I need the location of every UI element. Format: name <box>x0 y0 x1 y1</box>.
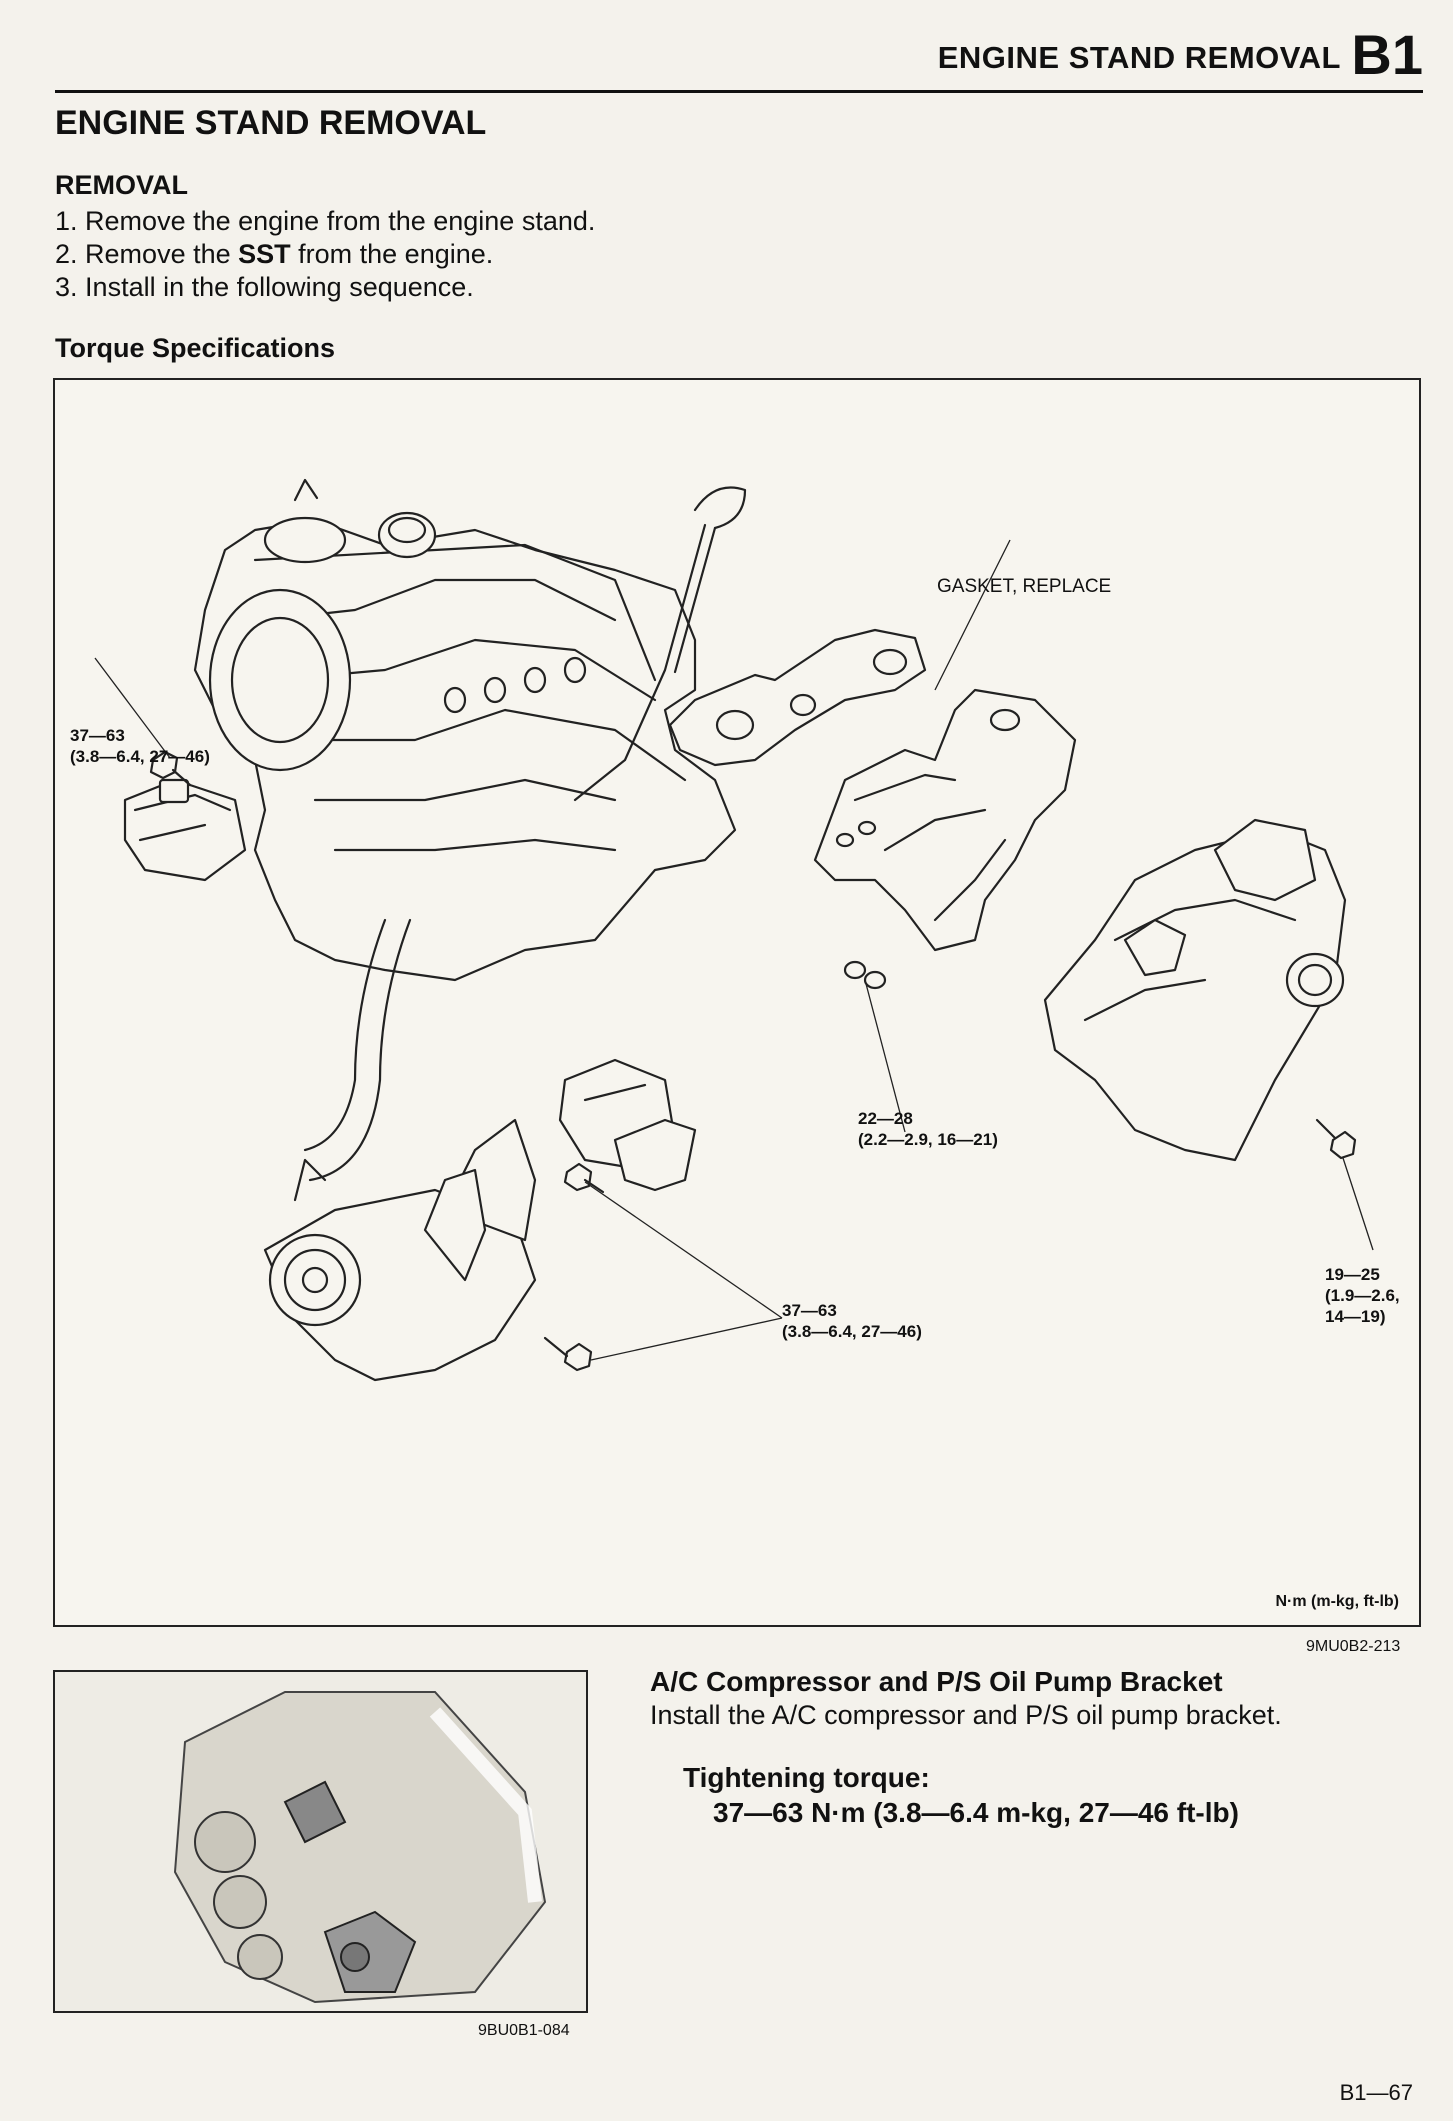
inset-engine-svg <box>173 1691 547 2004</box>
removal-step: 1. Remove the engine from the engine sta… <box>55 206 596 236</box>
header-section-code: B1 <box>1351 23 1423 86</box>
torque-specs-heading: Torque Specifications <box>55 333 336 363</box>
tightening-torque-label: Tightening torque: <box>683 1762 930 1793</box>
engine-block-illustration <box>193 478 747 1182</box>
bolt-icon <box>543 1336 593 1372</box>
inset-illustration <box>53 1670 588 2013</box>
removal-heading: REMOVAL <box>55 170 188 200</box>
gasket-callout: GASKET, REPLACE <box>937 576 1112 597</box>
exhaust-gasket-illustration <box>668 628 927 767</box>
nut-icon <box>843 960 887 990</box>
tightening-torque-value: 37—63 N·m (3.8—6.4 m-kg, 27—46 ft-lb) <box>713 1797 1239 1828</box>
bolt-icon <box>1315 1118 1357 1160</box>
torque-units-label: N·m (m-kg, ft-lb) <box>1275 1593 1399 1610</box>
page-title: ENGINE STAND REMOVAL <box>55 104 487 142</box>
torque-diagram: 37—63 (3.8—6.4, 27—46) GASKET, REPLACE 2… <box>53 378 1421 1627</box>
procedure-title: A/C Compressor and P/S Oil Pump Bracket <box>650 1666 1223 1697</box>
removal-step: 3. Install in the following sequence. <box>55 272 474 302</box>
engine-diagram-svg <box>94 478 1374 1382</box>
header-section-title: ENGINE STAND REMOVAL <box>937 40 1341 75</box>
figure-code-inset: 9BU0B1-084 <box>478 2022 570 2039</box>
torque-callout-manifold-nuts: 22—28 (2.2—2.9, 16—21) <box>858 1109 998 1149</box>
bolt-icon <box>563 1162 605 1194</box>
figure-code-main: 9MU0B2-213 <box>1306 1638 1401 1655</box>
engine-mount-illustration <box>123 778 247 882</box>
bracket-illustration <box>263 1118 537 1382</box>
torque-callout-heat-shield: 19—25 (1.9—2.6, 14—19) <box>1325 1265 1400 1326</box>
torque-callout-bracket-bolts: 37—63 (3.8—6.4, 27—46) <box>782 1301 922 1341</box>
bracket-illustration <box>558 1058 697 1192</box>
header-rule <box>55 90 1423 93</box>
removal-step: 2. Remove the SST from the engine. <box>55 239 494 269</box>
procedure-text: Install the A/C compressor and P/S oil p… <box>650 1700 1282 1730</box>
removal-steps: 1. Remove the engine from the engine sta… <box>55 205 595 304</box>
torque-callout-left-mount: 37—63 (3.8—6.4, 27—46) <box>70 726 210 766</box>
page-number: B1—67 <box>1339 2080 1413 2105</box>
exhaust-manifold-illustration <box>813 688 1077 952</box>
heat-shield-illustration <box>1043 818 1347 1162</box>
